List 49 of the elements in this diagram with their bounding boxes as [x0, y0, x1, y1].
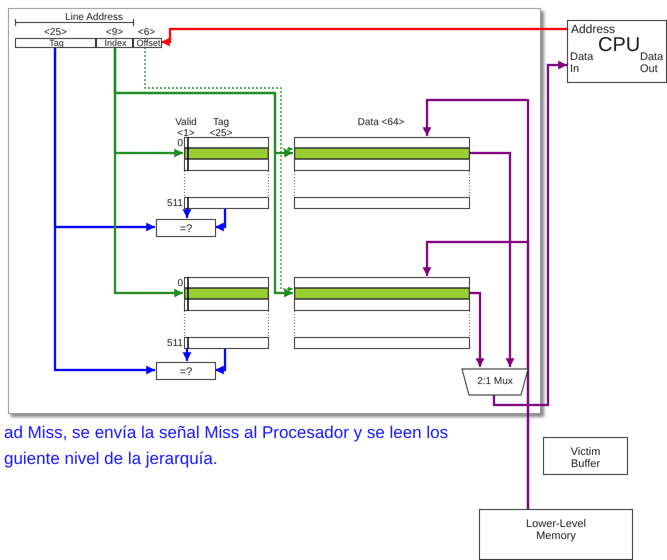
port-label: Data In	[570, 51, 594, 75]
row-index: 0	[176, 278, 183, 289]
tag-array	[184, 137, 269, 209]
arrow	[469, 152, 514, 367]
multiplexer	[461, 368, 529, 396]
port-label: Address	[571, 23, 616, 36]
comparator-box	[156, 362, 216, 380]
arrow	[161, 28, 567, 46]
line-address-label: Line Address	[64, 12, 124, 23]
tag-array	[184, 277, 269, 349]
field-width-label: <25>	[43, 27, 68, 38]
field-width-label: Valid <1>	[174, 117, 198, 139]
arrow	[492, 60, 567, 406]
arrow	[182, 348, 192, 361]
cpu-box	[567, 20, 667, 83]
address-field	[15, 38, 96, 48]
port-label: Data Out	[640, 51, 664, 75]
row-index: 0	[176, 138, 183, 149]
comparator-box	[156, 219, 216, 237]
memory-box	[479, 509, 633, 560]
arrow	[215, 348, 226, 374]
arrow	[144, 47, 293, 292]
field-label: Tag	[48, 38, 65, 48]
field-label: Index	[103, 38, 128, 48]
data-array	[294, 137, 470, 209]
memory-box	[543, 437, 628, 475]
box-label: Lower-Level Memory	[525, 518, 587, 542]
arrow	[182, 208, 192, 218]
data-array	[294, 277, 470, 349]
mux-label: 2:1 Mux	[476, 376, 514, 387]
compare-label: =?	[178, 366, 194, 378]
arrow	[469, 292, 484, 367]
arrow	[54, 47, 155, 374]
address-field	[96, 38, 133, 48]
cpu-label: CPU	[598, 35, 638, 56]
compare-label: =?	[178, 222, 194, 234]
arrow	[215, 208, 226, 232]
field-width-label: <9>	[104, 27, 124, 38]
field-width-label: Data <64>	[356, 117, 406, 128]
arrow	[422, 240, 530, 509]
caption-text: ad Miss, se envía la señal Miss al Procesador y se leen los guiente nivel de la jerarquía.	[4, 422, 450, 470]
field-width-label: <6>	[136, 27, 156, 38]
row-index: 511	[166, 338, 183, 349]
field-width-label: Tag <25>	[208, 117, 234, 139]
arrow	[114, 47, 293, 298]
field-label: Offset	[136, 38, 162, 48]
cache-panel	[8, 8, 541, 414]
box-label: Victim Buffer	[570, 446, 602, 470]
row-index: 511	[166, 198, 183, 209]
